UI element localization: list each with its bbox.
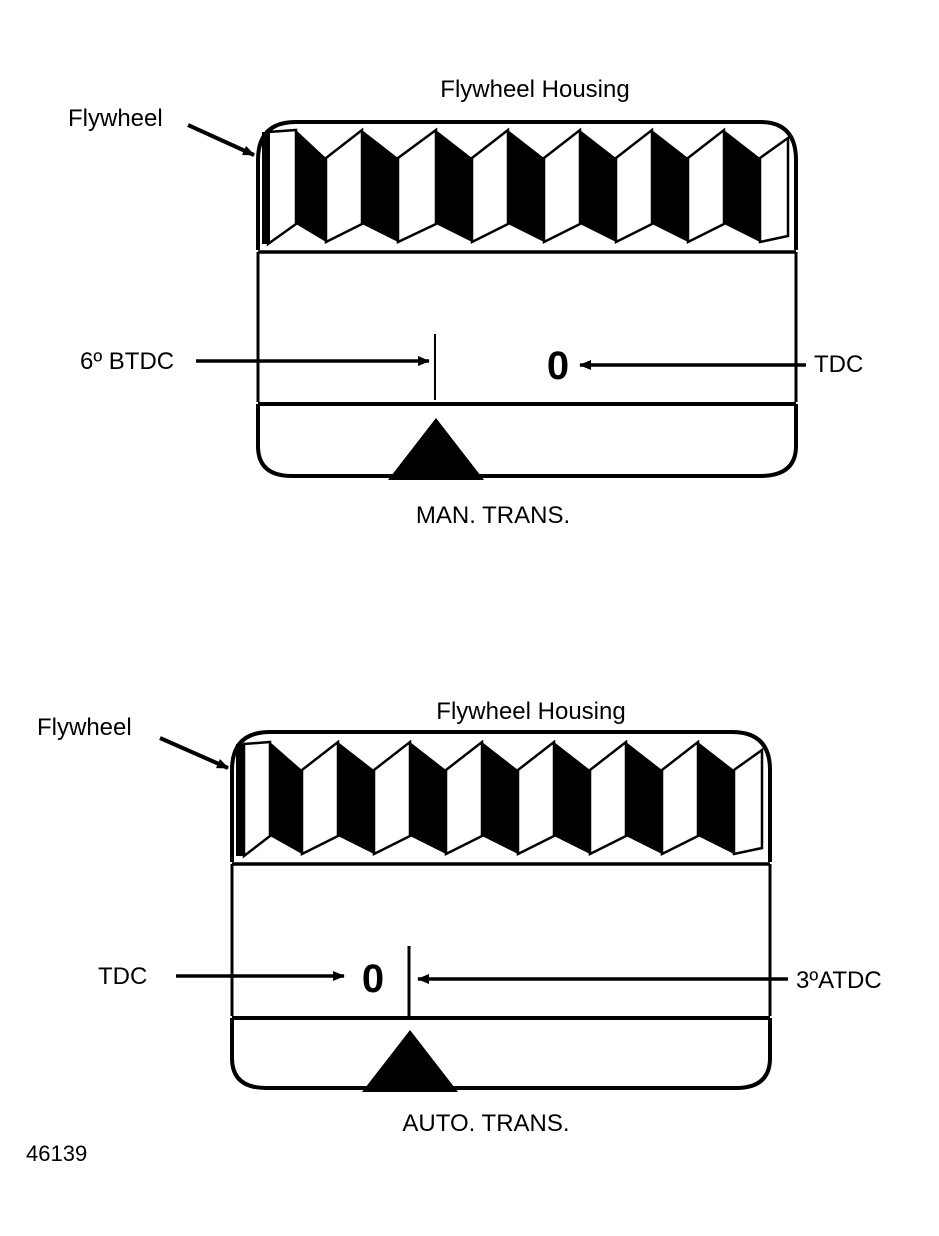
housing-bottom-outline — [230, 1018, 772, 1090]
flywheel-teeth — [262, 127, 790, 247]
panel-caption: MAN. TRANS. — [416, 502, 570, 529]
panel-caption: AUTO. TRANS. — [402, 1110, 569, 1137]
manual-trans-panel: Flywheel Housing Flywheel 0 6º BTDC TDC … — [68, 76, 863, 529]
housing-top-outline — [256, 120, 798, 250]
flywheel-pointer-arrow — [159, 736, 229, 770]
right-timing-label: 3ºATDC — [796, 967, 882, 994]
flywheel-label: Flywheel — [37, 714, 132, 741]
flywheel-pointer-arrow — [187, 123, 255, 157]
housing-bottom-outline — [256, 404, 798, 478]
zero-mark: 0 — [547, 344, 569, 388]
flywheel-housing-label: Flywheel Housing — [436, 698, 625, 725]
auto-trans-panel: Flywheel Housing Flywheel 0 TDC 3ºATDC A… — [37, 698, 882, 1137]
right-timing-label: TDC — [814, 351, 863, 378]
flywheel-label: Flywheel — [68, 105, 163, 132]
timing-pointer-triangle — [362, 1030, 458, 1092]
figure-id: 46139 — [26, 1141, 87, 1166]
left-timing-label: 6º BTDC — [80, 348, 174, 375]
timing-pointer-triangle — [388, 418, 484, 480]
flywheel-housing-label: Flywheel Housing — [440, 76, 629, 103]
left-timing-label: TDC — [98, 963, 147, 990]
housing-top-outline — [230, 730, 772, 862]
zero-mark: 0 — [362, 957, 384, 1001]
flywheel-teeth — [236, 739, 764, 859]
